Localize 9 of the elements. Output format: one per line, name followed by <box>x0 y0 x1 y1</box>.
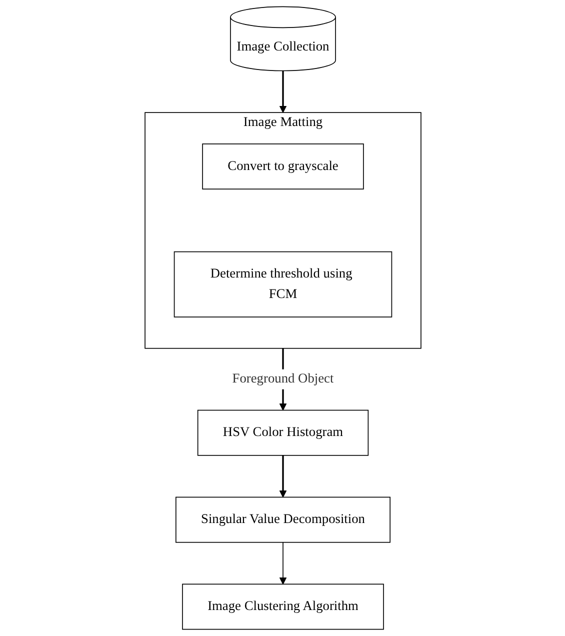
node-box: Convert to grayscale <box>202 143 364 190</box>
node-box: HSV Color Histogram <box>196 410 368 456</box>
node-box: Determine threshold using FCM <box>173 251 392 318</box>
edge-label: Foreground Object <box>232 372 334 386</box>
arrow <box>278 70 286 113</box>
node-box: Singular Value Decomposition <box>175 496 390 543</box>
arrow <box>278 542 286 584</box>
node-box: Image Clustering Algorithm <box>182 584 384 630</box>
arrow <box>278 455 286 498</box>
